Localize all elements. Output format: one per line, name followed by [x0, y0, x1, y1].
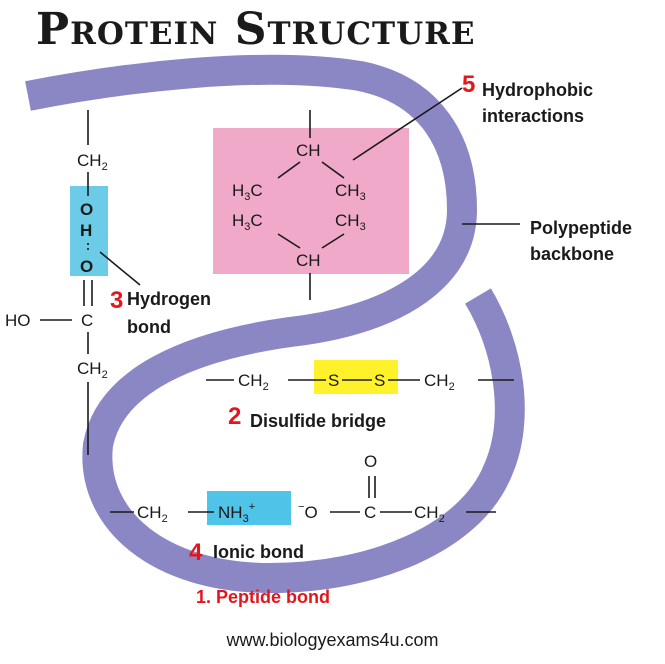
- disulfide-number: 2: [228, 403, 241, 430]
- ionic-label: Ionic bond: [213, 542, 304, 562]
- svg-text:CH3: CH3: [335, 181, 366, 203]
- hydrophobic-number: 5: [462, 71, 475, 98]
- disulfide-label: Disulfide bridge: [250, 411, 386, 431]
- polypeptide-backbone: [25, 54, 525, 594]
- svg-text:H3C: H3C: [232, 181, 263, 203]
- svg-text:CH2: CH2: [238, 371, 269, 393]
- hydrogen-bond-h: H: [80, 221, 92, 240]
- svg-text:CH2: CH2: [424, 371, 455, 393]
- svg-text:CH: CH: [296, 141, 321, 160]
- peptide-bond-label: 1. Peptide bond: [196, 587, 330, 607]
- hydrogen-bond-label-2: bond: [127, 317, 171, 337]
- svg-text:CH2: CH2: [137, 503, 168, 525]
- backbone-label-2: backbone: [530, 244, 614, 264]
- ionic-number: 4: [189, 539, 203, 566]
- svg-text:C: C: [364, 503, 376, 522]
- svg-text:C: C: [81, 311, 93, 330]
- svg-text:HO: HO: [5, 311, 31, 330]
- svg-text:CH: CH: [296, 251, 321, 270]
- sulfur-1: S: [328, 371, 339, 390]
- hydrogen-bond-number: 3: [110, 287, 123, 314]
- hydrogen-bond-label: Hydrogen: [127, 289, 211, 309]
- hydrogen-bond-o-top: O: [80, 200, 93, 219]
- svg-text:CH2: CH2: [77, 359, 108, 381]
- hydrophobic-box: [213, 128, 409, 274]
- svg-text:H3C: H3C: [232, 211, 263, 233]
- disulfide-box: [314, 360, 398, 394]
- ionic-box: [207, 491, 291, 525]
- svg-text:CH2: CH2: [77, 151, 108, 173]
- hydrogen-bond-box: [70, 186, 108, 276]
- svg-text:O: O: [364, 452, 377, 471]
- page-title: Protein Structure: [36, 4, 476, 55]
- sulfur-2: S: [374, 371, 385, 390]
- website-footer: www.biologyexams4u.com: [226, 630, 439, 650]
- hydrogen-bond-o-bottom: O: [80, 257, 93, 276]
- svg-text:NH3+: NH3+: [218, 501, 255, 525]
- svg-text:CH2: CH2: [414, 503, 445, 525]
- hydrophobic-label-2: interactions: [482, 106, 584, 126]
- svg-text:−O: −O: [298, 501, 318, 522]
- hydrophobic-label: Hydrophobic: [482, 80, 593, 100]
- svg-text:CH3: CH3: [335, 211, 366, 233]
- backbone-label: Polypeptide: [530, 218, 632, 238]
